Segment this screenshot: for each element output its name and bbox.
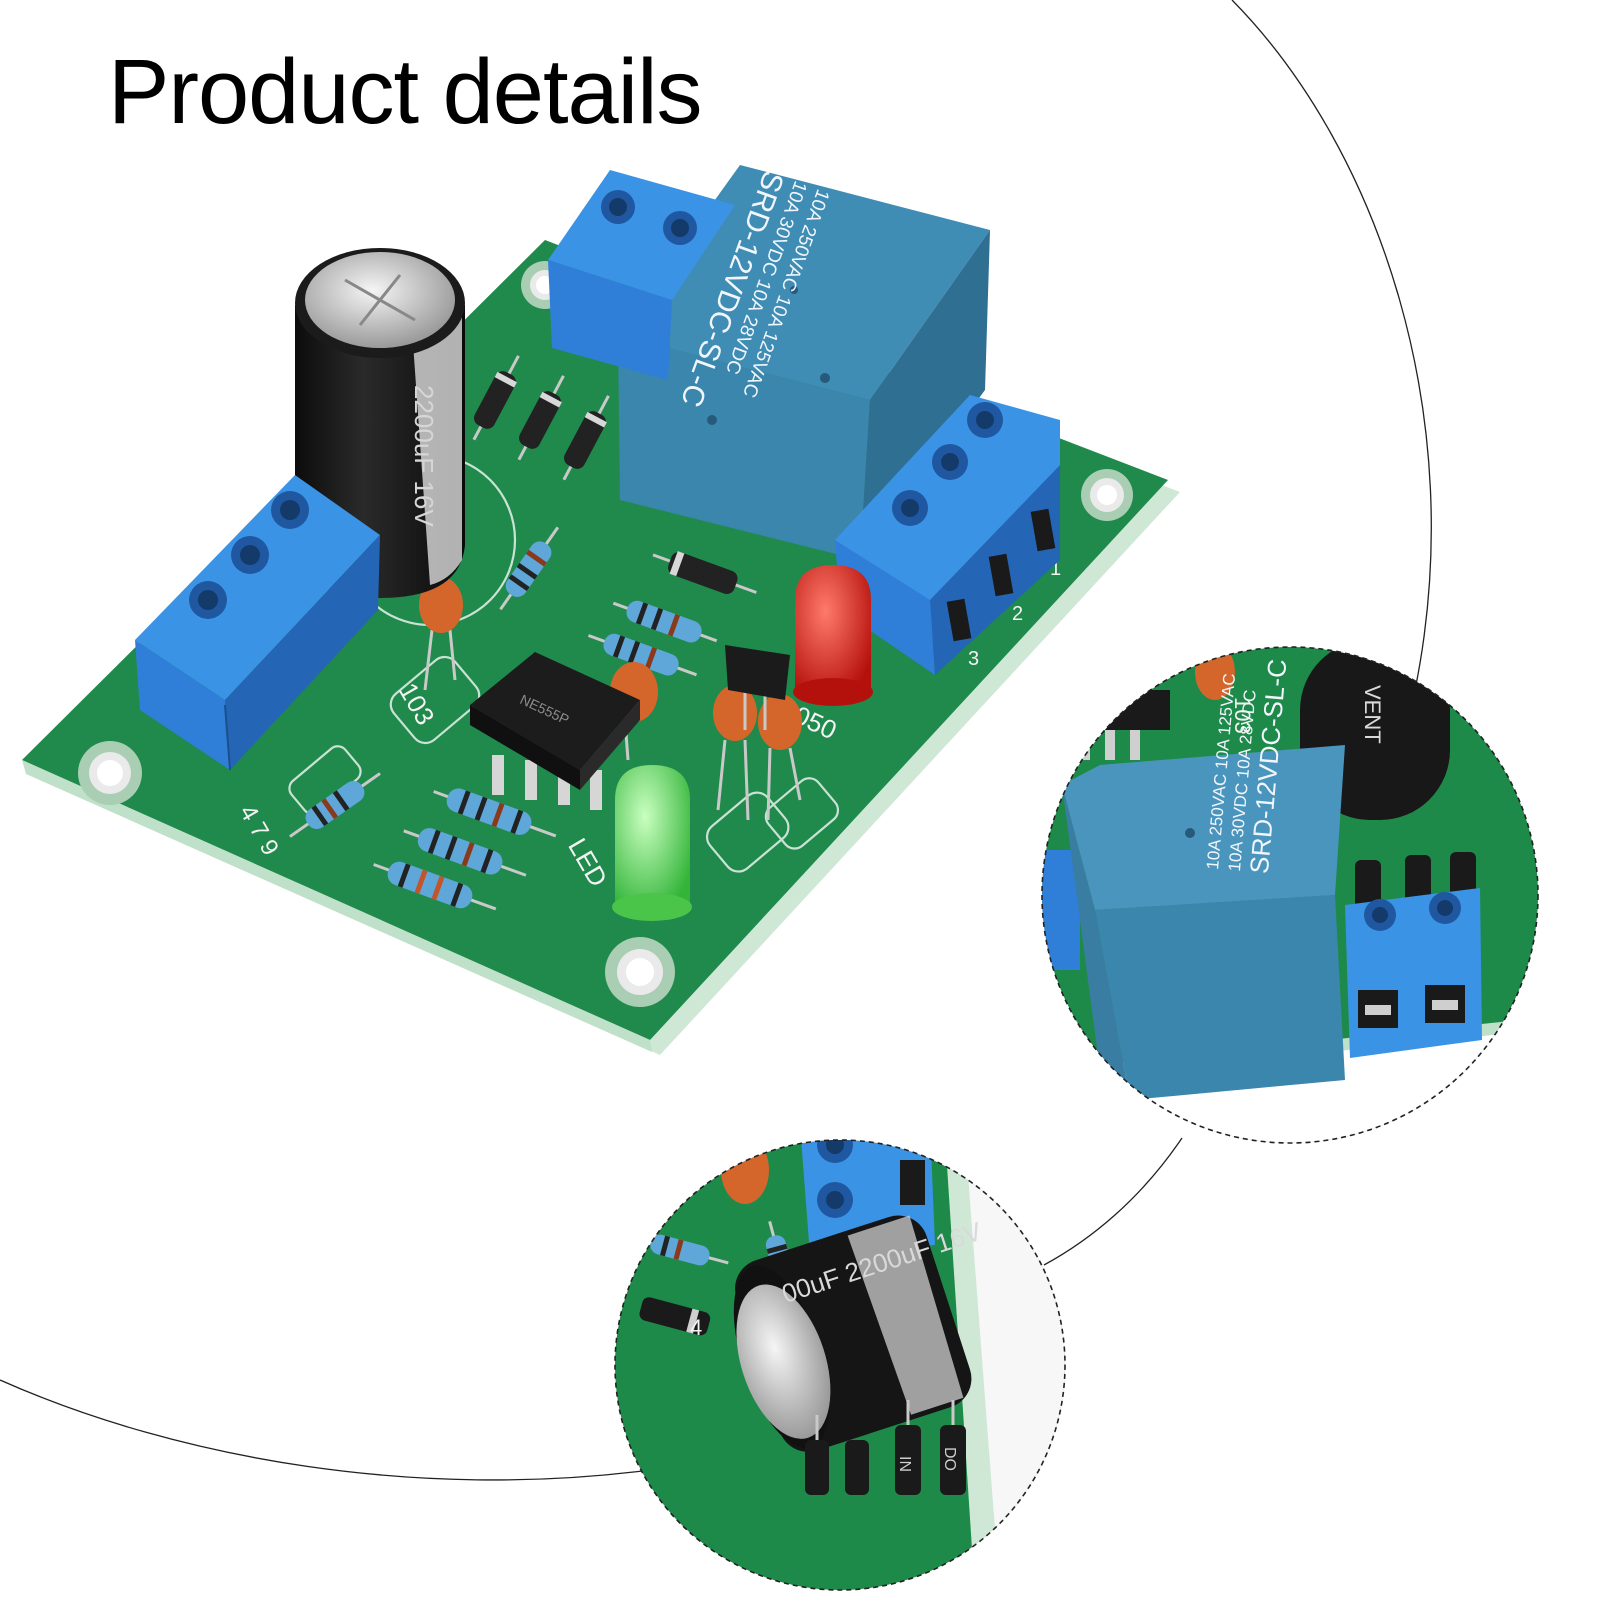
label-terminal-2: 2 xyxy=(1012,603,1023,625)
diode xyxy=(562,395,610,481)
green-led xyxy=(612,765,692,921)
page-title: Product details xyxy=(108,41,703,143)
terminal-block-top-2pin xyxy=(548,170,735,380)
diode xyxy=(472,355,520,441)
diode xyxy=(517,375,565,461)
resistor xyxy=(403,828,527,877)
label-terminal-3: 3 xyxy=(968,648,979,670)
pcb-board: 103 4 7 9 LED 050 1 2 3 xyxy=(22,165,1180,1055)
zoom2-diode-label-in: IN xyxy=(896,1456,913,1472)
diode xyxy=(652,551,757,595)
mounting-hole xyxy=(1081,469,1133,521)
ceramic-capacitor xyxy=(758,694,802,821)
zoom1-capacitor-label: VENT xyxy=(1360,685,1385,744)
capacitor-rating: 2200uF 16V xyxy=(409,385,439,527)
resistor xyxy=(289,772,381,838)
ceramic-capacitor xyxy=(419,577,463,691)
resistor xyxy=(433,788,557,838)
decorative-curve-right xyxy=(1231,0,1432,691)
zoom1-label-103: 103 xyxy=(1230,697,1255,734)
zoom-inset-capacitor: 4 00uF 2200uF 16V IN DO xyxy=(614,1139,1066,1591)
zoom2-label-4: 4 xyxy=(690,1315,702,1340)
transistor xyxy=(725,645,790,730)
ic-555-chip: NE555P xyxy=(470,652,640,810)
mounting-hole xyxy=(78,741,142,805)
resistor xyxy=(373,861,497,911)
terminal-block-left-3pin xyxy=(135,475,380,771)
resistor xyxy=(587,633,698,677)
decorative-curve-left xyxy=(0,1379,651,1481)
zoom-inset-relay: 103 VENT 10A 250VAC 10A 125VAC 10A 30VDC… xyxy=(1041,646,1539,1144)
resistor xyxy=(612,600,718,643)
mounting-hole xyxy=(605,937,675,1007)
label-terminal-1: 1 xyxy=(1050,558,1061,580)
zoom2-diode-label-do: DO xyxy=(941,1447,958,1471)
decorative-curve-connector xyxy=(1043,1137,1183,1266)
red-led xyxy=(793,565,873,706)
resistor xyxy=(499,526,560,611)
